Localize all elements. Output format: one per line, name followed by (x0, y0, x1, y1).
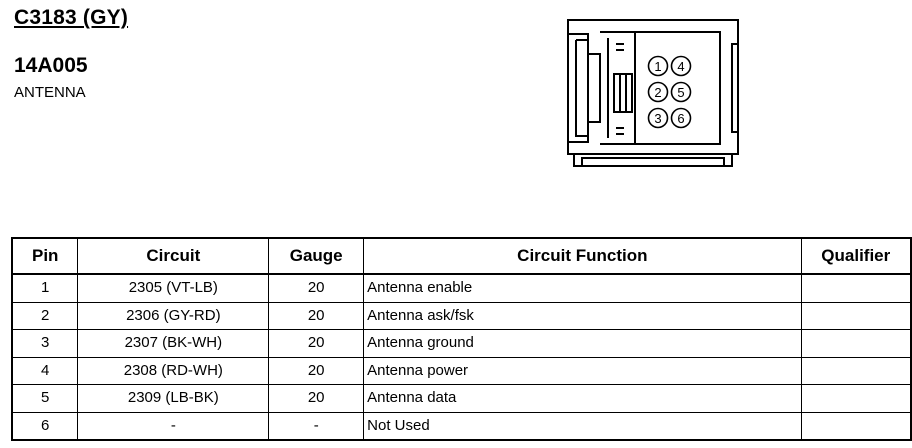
table-row: 5 2309 (LB-BK) 20 Antenna data (11, 384, 912, 413)
connector-housing (567, 19, 739, 167)
gauge-cell: 20 (268, 384, 365, 413)
circuit-cell: 2305 (VT-LB) (77, 273, 270, 303)
gauge-cell: 20 (268, 356, 365, 385)
gauge-cell: - (268, 411, 365, 441)
circuit-cell: - (77, 411, 270, 441)
pin-cell: 2 (11, 301, 79, 330)
header-circuit: Circuit (77, 237, 270, 275)
table-header-row: Pin Circuit Gauge Circuit Function Quali… (11, 237, 912, 275)
gauge-cell: 20 (268, 329, 365, 358)
gauge-cell: 20 (268, 301, 365, 330)
cavity-1 (647, 55, 669, 77)
qualifier-cell (800, 329, 912, 358)
gauge-cell: 20 (268, 273, 365, 303)
pin-cell: 5 (11, 384, 79, 413)
cavity-label-3: 3 (654, 111, 661, 126)
pin-cell: 3 (11, 329, 79, 358)
cavity-label-2: 2 (654, 85, 661, 100)
table-row: 4 2308 (RD-WH) 20 Antenna power (11, 356, 912, 385)
part-number: 14A005 (14, 54, 88, 77)
cavity-2 (647, 81, 669, 103)
function-cell: Not Used (363, 411, 802, 441)
cavity-label-5: 5 (677, 85, 684, 100)
cavity-4 (670, 55, 692, 77)
cavity-label-4: 4 (677, 59, 684, 74)
qualifier-cell (800, 301, 912, 330)
table-row: 2 2306 (GY-RD) 20 Antenna ask/fsk (11, 301, 912, 330)
qualifier-cell (800, 356, 912, 385)
function-cell: Antenna enable (363, 273, 802, 303)
table-row: 1 2305 (VT-LB) 20 Antenna enable (11, 273, 912, 303)
qualifier-cell (800, 411, 912, 441)
qualifier-cell (800, 384, 912, 413)
cavity-label-1: 1 (654, 59, 661, 74)
qualifier-cell (800, 273, 912, 303)
cavity-6 (670, 107, 692, 129)
table-row: 3 2307 (BK-WH) 20 Antenna ground (11, 329, 912, 358)
cavity-3 (647, 107, 669, 129)
table-row: 6 - - Not Used (11, 411, 912, 441)
circuit-cell: 2307 (BK-WH) (77, 329, 270, 358)
circuit-cell: 2309 (LB-BK) (77, 384, 270, 413)
connector-id: C3183 (GY) (14, 6, 129, 29)
pinout-table: Pin Circuit Gauge Circuit Function Quali… (11, 237, 912, 441)
header-qualifier: Qualifier (800, 237, 912, 275)
pin-cell: 1 (11, 273, 79, 303)
circuit-cell: 2306 (GY-RD) (77, 301, 270, 330)
pin-cell: 6 (11, 411, 79, 441)
header-pin: Pin (11, 237, 79, 275)
function-cell: Antenna ground (363, 329, 802, 358)
header-circuit-function: Circuit Function (363, 237, 802, 275)
circuit-cell: 2308 (RD-WH) (77, 356, 270, 385)
cavity-label-6: 6 (677, 111, 684, 126)
connector-face-diagram: 1 2 3 4 5 6 (567, 19, 739, 167)
function-cell: Antenna power (363, 356, 802, 385)
pin-cell: 4 (11, 356, 79, 385)
function-cell: Antenna ask/fsk (363, 301, 802, 330)
cavity-5 (670, 81, 692, 103)
function-cell: Antenna data (363, 384, 802, 413)
header-gauge: Gauge (268, 237, 365, 275)
part-name: ANTENNA (14, 84, 86, 101)
